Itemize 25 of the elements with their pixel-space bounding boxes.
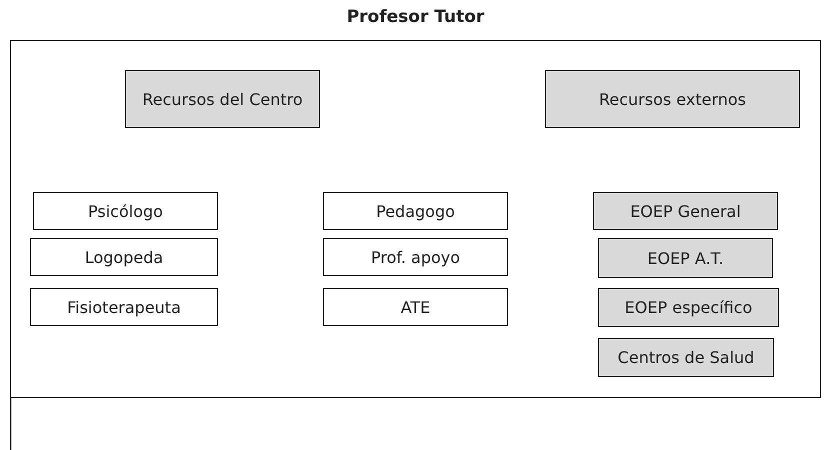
- resource-box: [323, 238, 508, 276]
- resource-box: [323, 288, 508, 326]
- resource-box: [598, 238, 773, 278]
- resource-box: [30, 238, 218, 276]
- resource-label: Psicólogo: [88, 202, 163, 220]
- resource-label: ATE: [400, 298, 430, 316]
- resource-box: [545, 70, 800, 128]
- resource-label: Logopeda: [84, 248, 164, 266]
- resource-label: Recursos externos: [598, 90, 746, 108]
- resource-box: [33, 192, 218, 230]
- resource-label: Centros de Salud: [618, 348, 754, 367]
- resource-box: [593, 192, 778, 230]
- resource-label: EOEP A.T.: [647, 248, 724, 268]
- resource-box: [323, 192, 508, 230]
- resource-box: [598, 288, 779, 327]
- resource-label: Recursos del Centro: [142, 90, 303, 108]
- resource-label: EOEP General: [630, 202, 741, 220]
- frame-heading: Profesor Tutor: [346, 7, 486, 27]
- resource-label: EOEP específico: [624, 298, 752, 317]
- resource-box: [598, 338, 774, 377]
- resource-label: Fisioterapeuta: [67, 298, 181, 316]
- resource-box: [125, 70, 320, 128]
- resource-label: Prof. apoyo: [370, 248, 460, 266]
- resource-box: [30, 288, 218, 326]
- resource-label: Pedagogo: [376, 202, 455, 220]
